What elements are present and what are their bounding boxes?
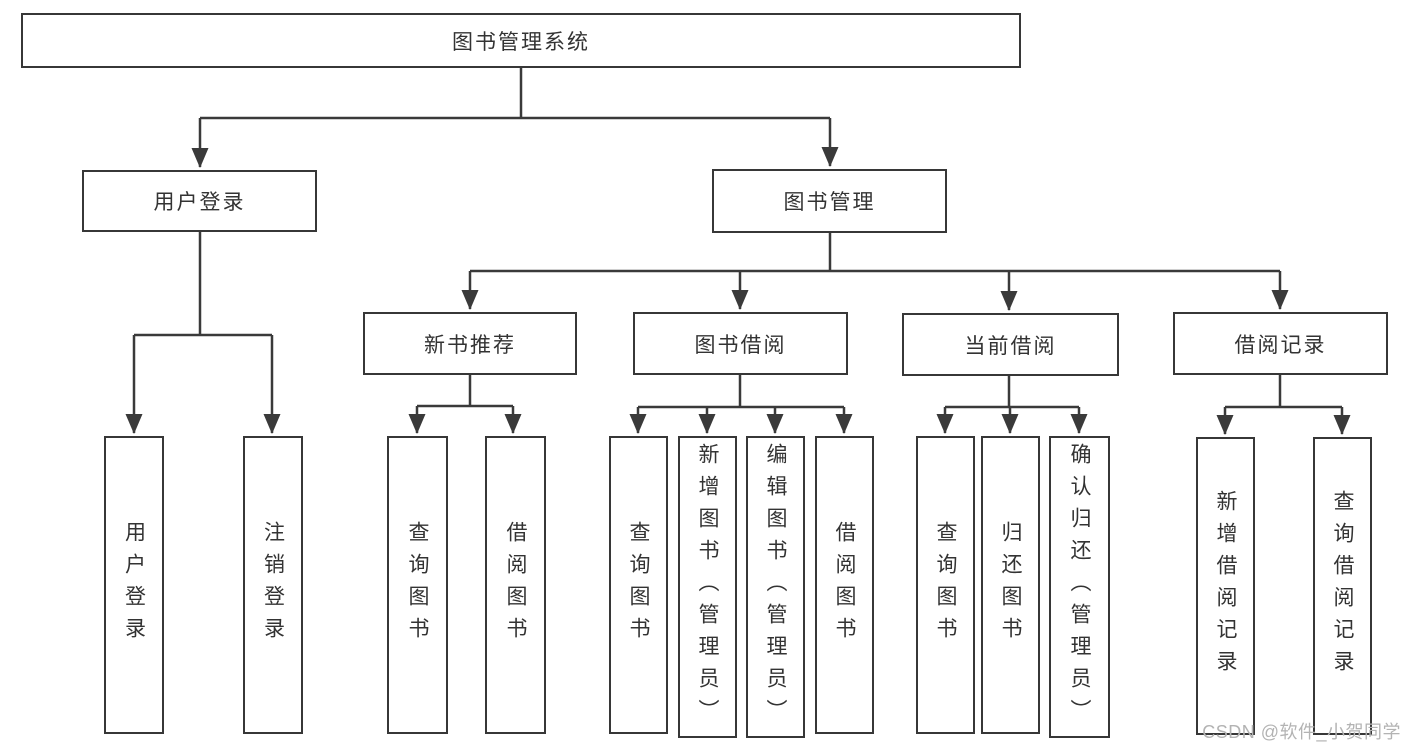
trunk-newbookrec-split	[417, 375, 513, 408]
node-leaf-cb-return-book: 归还图书	[981, 436, 1040, 734]
node-leaf-bb-add-book-admin: 新增图书（管理员）	[678, 436, 737, 738]
node-new-book-recommend: 新书推荐	[363, 312, 577, 375]
node-leaf-bb-edit-book-admin: 编辑图书（管理员）	[746, 436, 805, 738]
node-leaf-br-add-record: 新增借阅记录	[1196, 437, 1255, 735]
trunk-borrowrecord-split	[1225, 375, 1342, 409]
trunk-bookmgmt-to-level3	[470, 233, 1280, 273]
trunk-root-to-level2	[200, 68, 830, 120]
node-current-borrowing: 当前借阅	[902, 313, 1119, 376]
node-leaf-logout: 注销登录	[243, 436, 303, 734]
node-book-management: 图书管理	[712, 169, 947, 233]
node-root-system: 图书管理系统	[21, 13, 1021, 68]
trunk-currentborrow-split	[945, 376, 1079, 409]
node-book-borrowing: 图书借阅	[633, 312, 848, 375]
trunk-userlogin-split	[134, 232, 272, 337]
node-leaf-br-query-record: 查询借阅记录	[1313, 437, 1372, 735]
trunk-bookborrow-split	[638, 375, 844, 409]
node-leaf-user-login: 用户登录	[104, 436, 164, 734]
watermark: CSDN @软件_小贺同学	[1202, 722, 1401, 742]
node-user-login: 用户登录	[82, 170, 317, 232]
node-leaf-bb-borrow-book: 借阅图书	[815, 436, 874, 734]
node-leaf-nbr-query-book: 查询图书	[387, 436, 448, 734]
node-leaf-bb-query-book: 查询图书	[609, 436, 668, 734]
node-leaf-cb-confirm-return-admin: 确认归还（管理员）	[1049, 436, 1110, 738]
node-leaf-nbr-borrow-book: 借阅图书	[485, 436, 546, 734]
node-leaf-cb-query-book: 查询图书	[916, 436, 975, 734]
node-borrowing-records: 借阅记录	[1173, 312, 1388, 375]
